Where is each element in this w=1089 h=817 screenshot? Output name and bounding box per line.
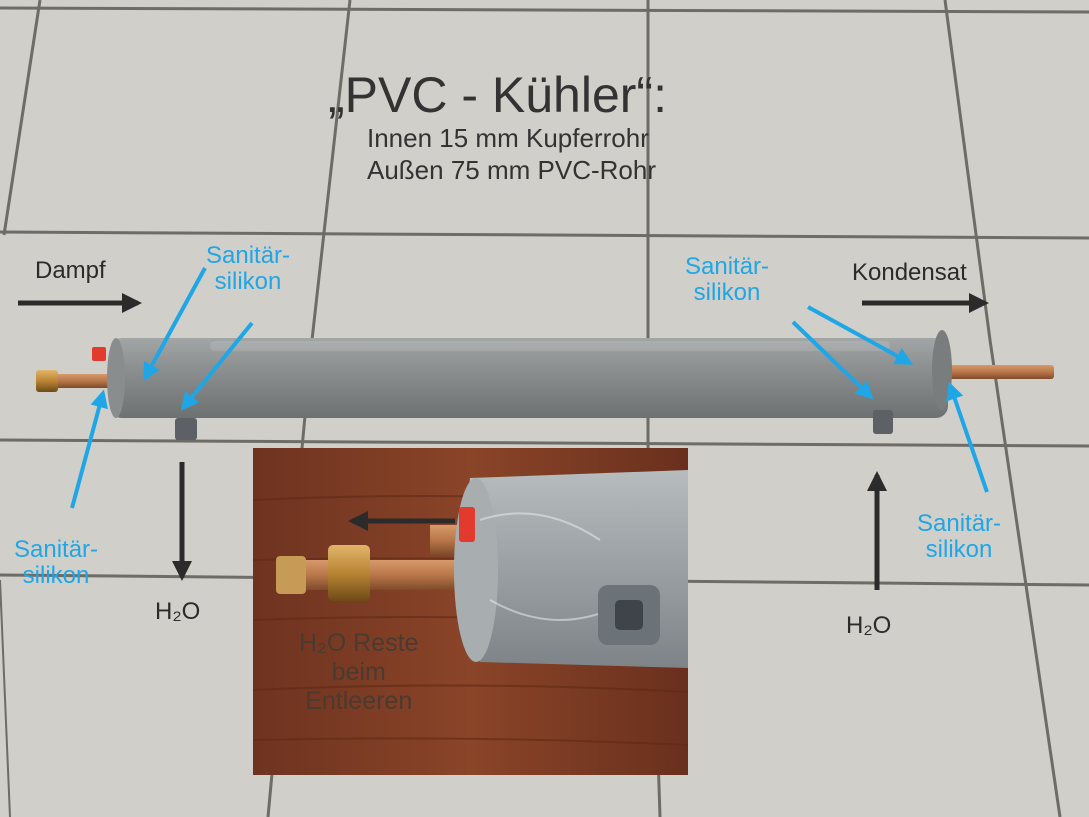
subtitle-inner: Innen 15 mm Kupferrohr (367, 123, 649, 153)
label-dampf: Dampf (35, 257, 106, 284)
cooler-pipe (36, 330, 1054, 440)
arrow-pointer-icon (807, 305, 914, 365)
label-silikon-bottom-left: Sanitär- silikon (14, 536, 99, 590)
arrow-pointer-icon (946, 381, 989, 493)
label-h2o-left: H₂O (155, 598, 201, 625)
label-h2o-right: H₂O (846, 612, 892, 639)
arrow-pointer-icon (791, 320, 874, 400)
label-silikon-top-right: Sanitär- silikon (685, 253, 770, 307)
label-silikon-bottom-right: Sanitär- silikon (917, 510, 1002, 564)
arrow-pointer-icon (70, 389, 108, 509)
label-kondensat: Kondensat (852, 259, 967, 286)
page-title: „PVC - Kühler“: (328, 67, 667, 123)
arrow-pointer-icon (180, 321, 254, 411)
subtitle-outer: Außen 75 mm PVC-Rohr (367, 155, 656, 185)
inset-caption: H₂O Reste beim Entleeren (299, 629, 419, 715)
label-silikon-top-left: Sanitär- silikon (206, 242, 291, 296)
inset-photo (252, 448, 689, 775)
arrow-pointer-icon (143, 267, 207, 382)
